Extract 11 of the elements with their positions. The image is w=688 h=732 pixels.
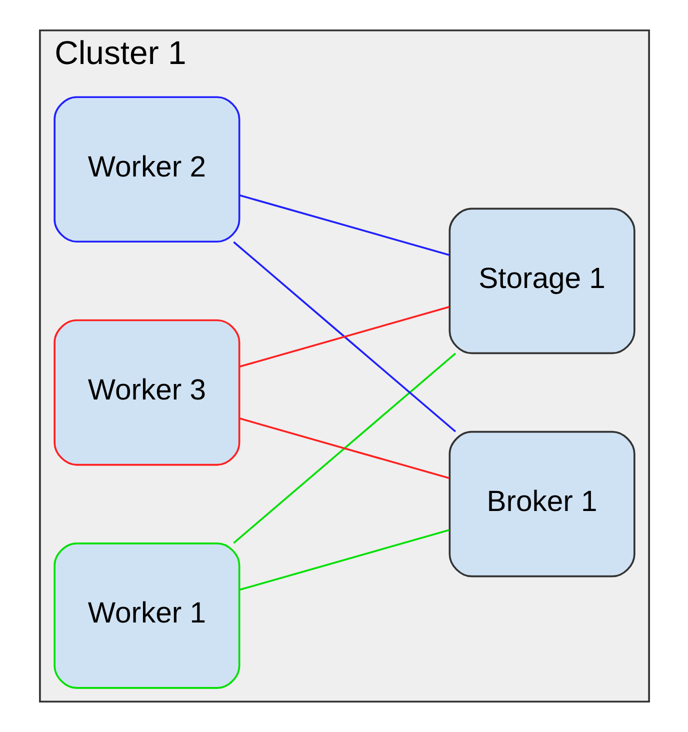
connector: [238, 194, 449, 256]
connector: [238, 306, 449, 368]
node-box: Worker 3: [53, 319, 240, 466]
node-box: Storage 1: [448, 208, 635, 354]
connector: [238, 418, 449, 480]
node-box: Worker 2: [53, 96, 240, 243]
connector: [238, 529, 449, 591]
node-box: Broker 1: [448, 430, 635, 578]
node-box: Worker 1: [53, 542, 240, 689]
connector: [232, 352, 456, 544]
connector: [232, 241, 456, 432]
